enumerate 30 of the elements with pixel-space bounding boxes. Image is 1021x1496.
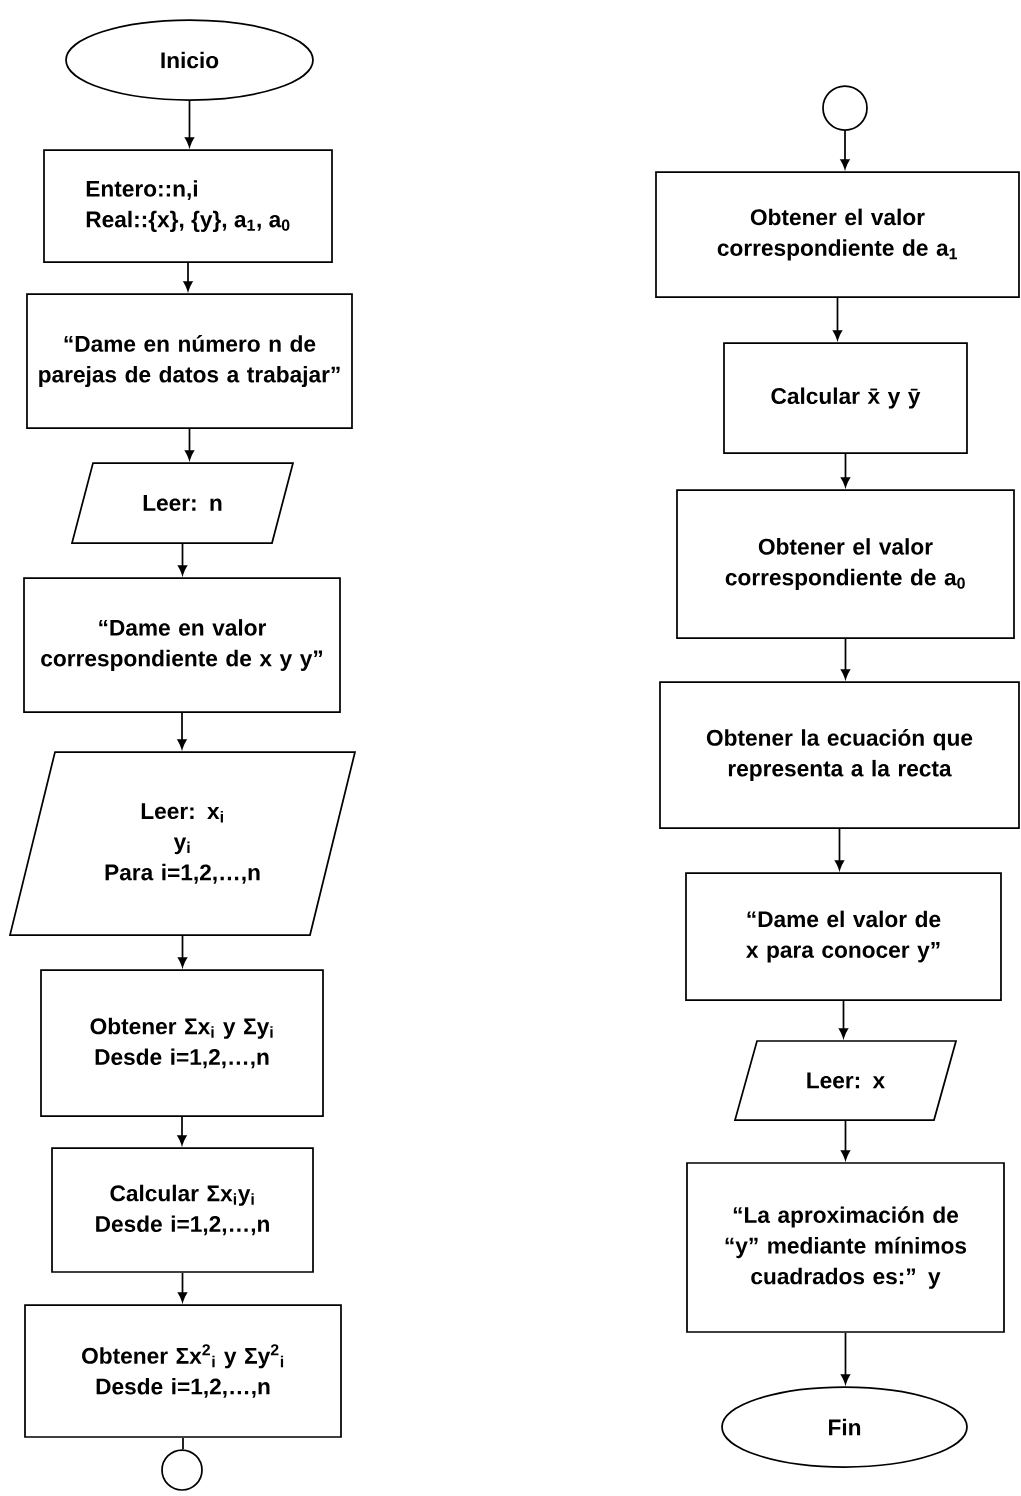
process-box: Obtener la ecuación que representa a la recta xyxy=(659,681,1020,829)
connector-circle xyxy=(822,85,868,131)
arrow xyxy=(834,828,845,870)
process-box: Obtener el valor correspondiente de a$_{0}$ xyxy=(676,489,1015,639)
process-box: Obtener Σx$^{2}$$_{i}$ y Σy$^{2}$i Desde i=1,2,…,n xyxy=(24,1304,342,1438)
arrow xyxy=(177,1272,188,1302)
process-box: Entero::n,i Real::{x}, {y}, a$_{1}$, a$_{0}$ xyxy=(43,149,333,263)
arrow xyxy=(840,638,851,679)
arrow xyxy=(184,100,195,147)
arrow xyxy=(177,712,187,749)
arrow xyxy=(832,297,843,340)
arrow xyxy=(177,1116,187,1145)
arrow xyxy=(840,1332,851,1384)
arrow xyxy=(840,130,850,169)
arrow xyxy=(838,1000,849,1038)
arrow xyxy=(840,453,851,487)
arrow xyxy=(177,935,188,967)
arrow xyxy=(177,543,188,575)
connector-circle xyxy=(161,1449,203,1491)
process-box: “Dame en número n de parejas de datos a trabajar” xyxy=(26,293,353,429)
process-box: Calcular x̄ y ȳ xyxy=(723,342,968,454)
process-box: Obtener el valor correspondiente de a$_{1}$ xyxy=(655,171,1020,298)
arrow xyxy=(840,1120,851,1160)
arrow xyxy=(183,262,193,291)
process-box: Calcular Σx$_{i}$y$_{i}$ Desde i=1,2,…,n xyxy=(51,1147,314,1273)
process-box: Obtener Σx$_{i}$ y Σy$_{i}$ Desde i=1,2,…,n xyxy=(40,969,324,1117)
arrow xyxy=(184,428,195,460)
process-box: “La aproximación de “y” mediante mínimos cuadrados es:” y xyxy=(686,1162,1005,1333)
process-box: “Dame el valor de x para conocer y” xyxy=(685,872,1002,1001)
process-box: “Dame en valor correspondiente de x y y” xyxy=(23,577,341,713)
